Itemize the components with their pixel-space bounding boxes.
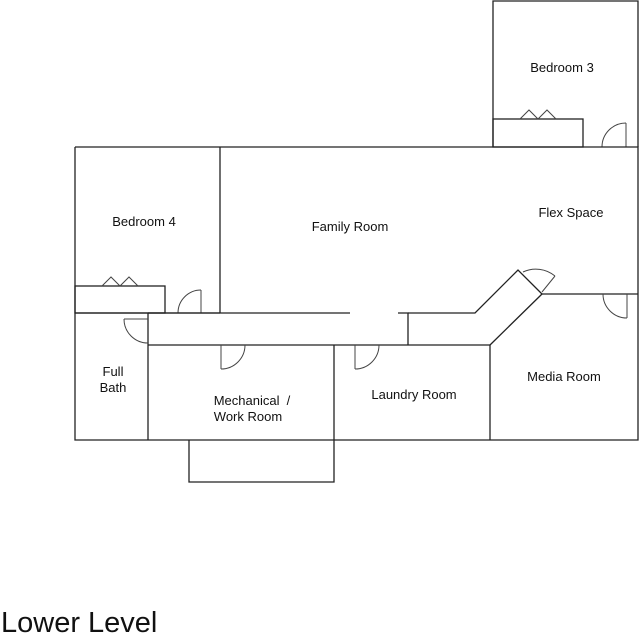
mechanical-room-door <box>220 344 246 370</box>
bedroom-4-door <box>177 289 202 314</box>
plan-title: Lower Level <box>1 607 158 639</box>
bedroom-4-label: Bedroom 4 <box>112 214 176 229</box>
laundry-room-door <box>354 344 380 370</box>
media-room-label: Media Room <box>527 369 601 384</box>
media-room-door <box>602 293 628 319</box>
bedroom-3-label: Bedroom 3 <box>530 60 594 75</box>
full-bath-door <box>123 318 149 344</box>
flex-space-door <box>522 268 556 293</box>
bedroom-3-door <box>601 122 627 148</box>
family-room-label: Family Room <box>312 219 389 234</box>
mechanical-label-line1: Mechanical / <box>214 393 291 408</box>
mechanical-label-line2: Work Room <box>214 409 282 424</box>
bedroom-4-room <box>74 147 221 314</box>
full-bath-label-line1: Full <box>103 364 124 379</box>
laundry-room-label: Laundry Room <box>371 387 456 402</box>
full-bath-label-line2: Bath <box>100 380 127 395</box>
main-outline <box>74 146 639 483</box>
flex-space-label: Flex Space <box>538 205 603 220</box>
hallway-walls <box>148 269 638 346</box>
